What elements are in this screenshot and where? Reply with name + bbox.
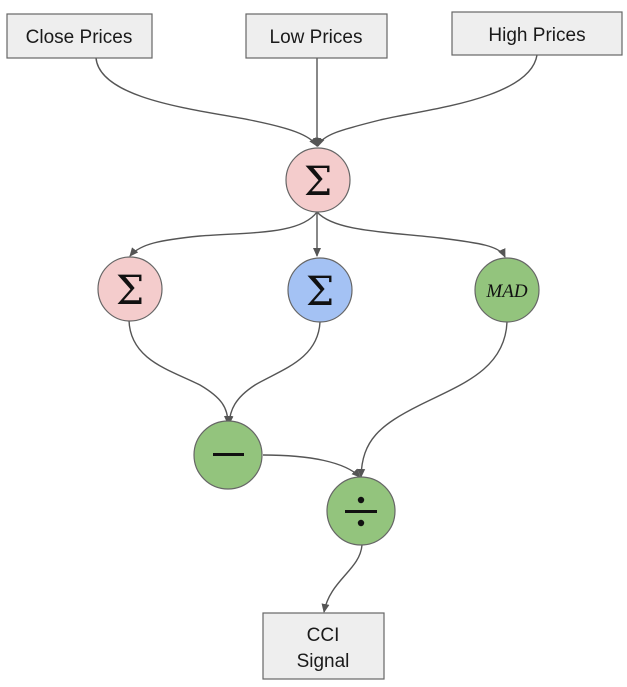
edge-sum-mid-to-subtract	[225, 321, 321, 425]
edge-sum-to-sum-left	[129, 211, 318, 257]
edge-divide-to-output	[321, 544, 363, 613]
output-label-line2: Signal	[297, 651, 350, 672]
sigma-icon: Σ	[306, 269, 334, 315]
mad-label: MAD	[485, 281, 527, 302]
node-sum-left: Σ	[97, 256, 163, 322]
edge-close-to-sum	[95, 57, 318, 147]
edge-sum-to-mad	[316, 211, 506, 258]
input-close-prices: Close Prices	[6, 13, 153, 59]
minus-icon	[213, 453, 244, 456]
input-high-prices-label: High Prices	[488, 25, 585, 46]
node-sum-mid: Σ	[287, 257, 353, 323]
input-high-prices: High Prices	[451, 11, 623, 56]
node-mad: MAD	[474, 257, 540, 323]
edge-high-to-sum	[316, 54, 538, 147]
edge-sum-left-to-subtract	[128, 319, 232, 425]
input-low-prices: Low Prices	[245, 13, 388, 59]
node-divide	[326, 476, 396, 546]
input-low-prices-label: Low Prices	[270, 27, 363, 48]
edge-subtract-to-divide	[262, 454, 361, 478]
divide-icon	[345, 496, 377, 527]
output-cci-signal: CCI Signal	[262, 612, 385, 680]
sigma-icon: Σ	[304, 159, 332, 205]
sigma-icon: Σ	[116, 268, 144, 314]
edge-mad-to-divide	[357, 321, 508, 478]
node-subtract	[193, 420, 263, 490]
output-label-line1: CCI	[307, 625, 340, 646]
input-close-prices-label: Close Prices	[26, 27, 133, 48]
node-sum-top: Σ	[285, 147, 351, 213]
